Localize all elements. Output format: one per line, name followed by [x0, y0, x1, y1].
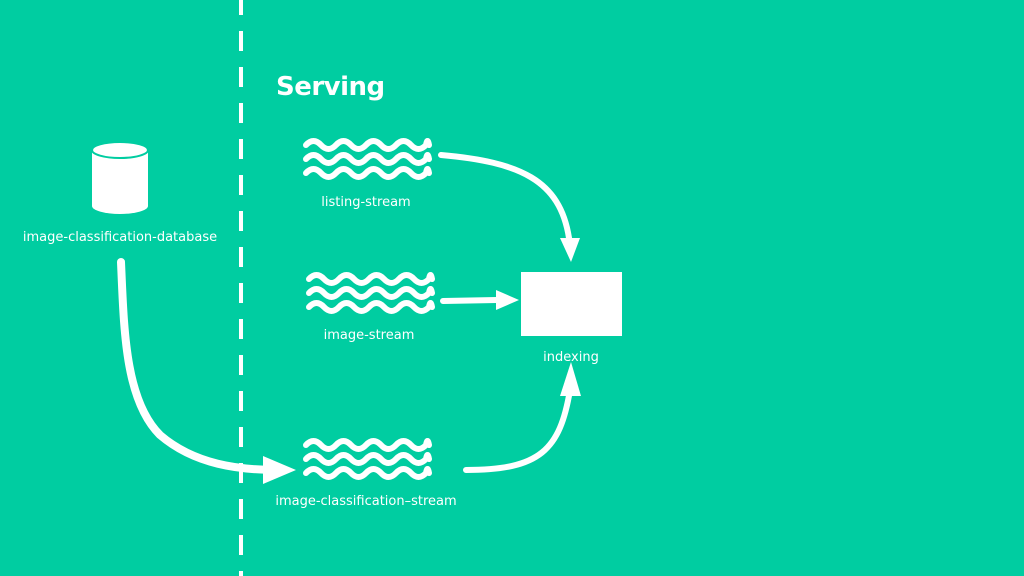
- arrow-head: [496, 290, 519, 310]
- image-classification-stream-label: image-classification–stream: [275, 494, 457, 509]
- stream-wave-line: [303, 166, 432, 180]
- stream-waves-icon: [303, 438, 432, 480]
- arrow-image-stream-to-indexing: [440, 297, 500, 304]
- arrow-listing-stream-to-indexing: [438, 152, 572, 241]
- stream-wave-line: [306, 286, 435, 300]
- stream-wave-line: [303, 438, 432, 452]
- database-cylinder-icon: [91, 141, 149, 214]
- arrow-database-to-image-classification-stream: [117, 258, 282, 474]
- listing-stream-label: listing-stream: [321, 195, 411, 210]
- stream-wave-line: [306, 300, 435, 314]
- indexing-label: indexing: [543, 350, 599, 365]
- arrow-head: [263, 456, 296, 484]
- stream-wave-line: [306, 272, 435, 286]
- stream-waves-icon: [306, 272, 435, 314]
- arrow-head: [560, 238, 580, 262]
- stream-waves-icon: [303, 138, 432, 180]
- arrow-head: [560, 362, 581, 396]
- stream-wave-line: [303, 452, 432, 466]
- indexing-box-icon: [521, 272, 622, 336]
- stream-wave-line: [303, 466, 432, 480]
- stream-wave-line: [303, 138, 432, 152]
- arrow-image-classification-stream-to-indexing: [463, 387, 573, 473]
- section-title: Serving: [276, 72, 385, 102]
- stream-wave-line: [303, 152, 432, 166]
- database-label: image-classification-database: [22, 230, 218, 245]
- image-stream-label: image-stream: [323, 328, 415, 343]
